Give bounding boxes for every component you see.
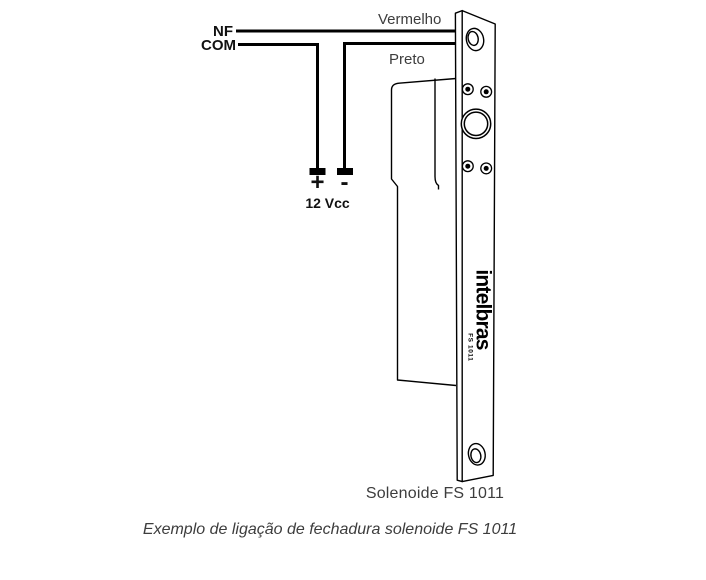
top-screw-slot-icon (465, 27, 485, 52)
device-name-caption: Solenoide FS 1011 (365, 485, 505, 502)
voltage-label: 12 Vcc (305, 195, 350, 211)
power-terminals (309, 168, 353, 175)
bottom-screw-slot-icon (467, 442, 486, 466)
lock-body-inner-edge (434, 78, 440, 190)
brand-logo: intelbras FS 1011 (466, 255, 495, 365)
negative-terminal-label: - (340, 169, 349, 196)
lock-body-outline (390, 77, 457, 387)
positive-terminal-label: + (310, 169, 325, 196)
black-wire (343, 42, 458, 169)
positive-terminal-bar (309, 168, 326, 175)
lock-body (390, 77, 457, 387)
faceplate-side-face (454, 9, 463, 483)
negative-terminal-bar (337, 168, 353, 175)
black-wire-label: Preto (389, 51, 425, 68)
wires (236, 29, 458, 169)
red-wire-label: Vermelho (378, 11, 442, 28)
brand-name: intelbras (471, 269, 495, 350)
lower-screw-holes (461, 160, 493, 175)
com-terminal-label: COM (201, 37, 236, 54)
faceplate (454, 9, 496, 483)
faceplate-holes (460, 27, 493, 466)
figure-caption: Exemplo de ligação de fechadura solenoid… (142, 521, 518, 538)
com-wire (238, 43, 319, 169)
faceplate-front-face (461, 9, 496, 483)
solenoid-bolt-hole (460, 108, 492, 140)
upper-screw-holes (461, 83, 493, 98)
nf-terminal-label: NF (213, 23, 233, 40)
